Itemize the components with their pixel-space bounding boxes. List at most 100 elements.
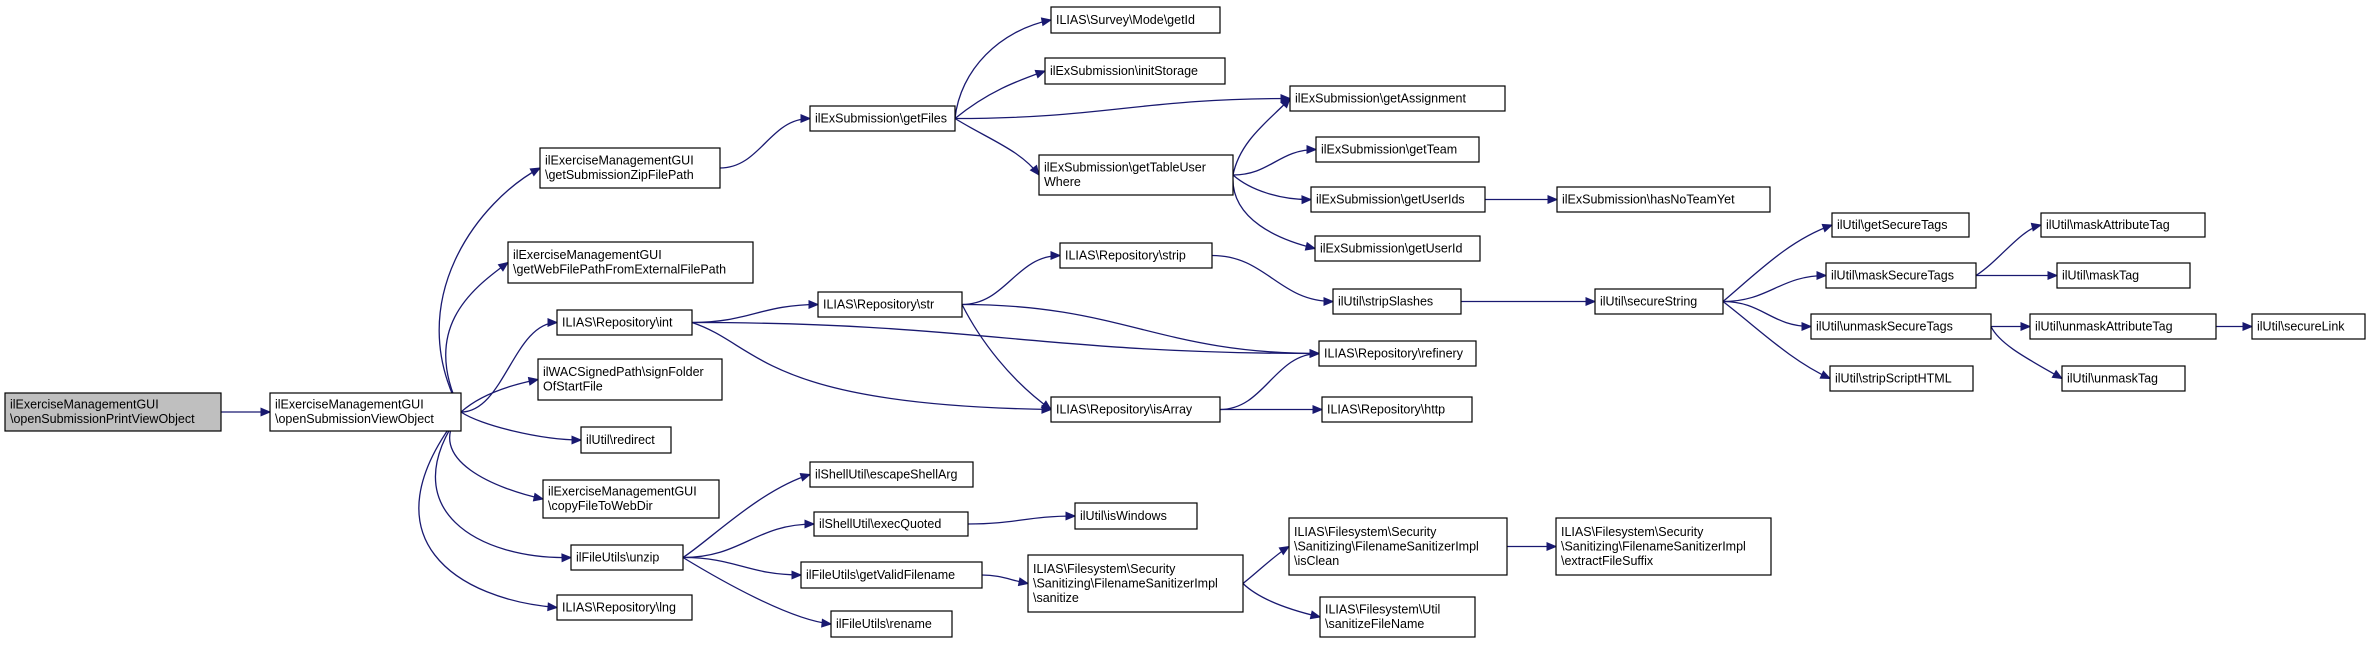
node-escape[interactable]: ilShellUtil\escapeShellArg xyxy=(809,461,974,488)
node-securestr[interactable]: ilUtil\secureString xyxy=(1594,288,1724,315)
node-ust[interactable]: ilUtil\unmaskSecureTags xyxy=(1810,313,1992,340)
arrowhead-icon xyxy=(571,435,583,445)
arrowhead-icon xyxy=(800,113,812,124)
node-sfn[interactable]: ILIAS\Filesystem\Util\sanitizeFileName xyxy=(1319,596,1476,638)
node-mode[interactable]: ILIAS\Survey\Mode\getId xyxy=(1050,6,1221,34)
node-label: ILIAS\Repository\isArray xyxy=(1056,402,1193,416)
node-root[interactable]: ilExerciseManagementGUI\openSubmissionPr… xyxy=(4,392,222,432)
edge-rint-to-rstr xyxy=(691,303,819,324)
node-getuserid[interactable]: ilExSubmission\getUserId xyxy=(1314,235,1481,262)
node-isarr[interactable]: ILIAS\Repository\isArray xyxy=(1050,396,1221,423)
node-label: ilUtil\getSecureTags xyxy=(1837,218,1947,232)
arrowhead-icon xyxy=(1816,270,1828,281)
node-box xyxy=(1332,288,1462,315)
node-noteam[interactable]: ilExSubmission\hasNoTeamYet xyxy=(1556,186,1771,213)
edge-osvo-to-copyweb xyxy=(449,411,544,500)
node-rstrip[interactable]: ILIAS\Repository\strip xyxy=(1059,242,1213,269)
node-box xyxy=(556,309,693,336)
node-label: ilUtil\isWindows xyxy=(1080,509,1167,523)
node-label: ilShellUtil\execQuoted xyxy=(819,517,941,531)
node-label: ilExSubmission\getTableUser xyxy=(1044,161,1206,175)
node-efs[interactable]: ILIAS\Filesystem\Security\Sanitizing\Fil… xyxy=(1555,517,1772,576)
node-box xyxy=(1825,262,1977,289)
node-box xyxy=(1288,517,1508,576)
node-label: \openSubmissionViewObject xyxy=(275,412,434,426)
arrowhead-icon xyxy=(1821,223,1834,233)
arrowhead-icon xyxy=(2047,270,2059,281)
node-getteam[interactable]: ilExSubmission\getTeam xyxy=(1315,136,1480,163)
node-gst[interactable]: ilUtil\getSecureTags xyxy=(1831,212,1970,238)
node-label: \getSubmissionZipFilePath xyxy=(545,168,694,182)
node-ssh[interactable]: ilUtil\stripScriptHTML xyxy=(1829,365,1974,392)
node-osvo[interactable]: ilExerciseManagementGUI\openSubmissionVi… xyxy=(269,392,462,432)
node-getfiles[interactable]: ilExSubmission\getFiles xyxy=(809,105,956,132)
node-uat[interactable]: ilUtil\unmaskAttributeTag xyxy=(2029,313,2217,340)
node-label: ilUtil\unmaskAttributeTag xyxy=(2035,319,2173,333)
edge-getfiles-to-gtuw xyxy=(954,117,1040,176)
node-mst[interactable]: ilUtil\maskSecureTags xyxy=(1825,262,1977,289)
node-mtag[interactable]: ilUtil\maskTag xyxy=(2056,262,2191,289)
node-refinery[interactable]: ILIAS\Repository\refinery xyxy=(1318,340,1477,367)
node-rstr[interactable]: ILIAS\Repository\str xyxy=(817,291,963,318)
node-isclean[interactable]: ILIAS\Filesystem\Security\Sanitizing\Fil… xyxy=(1288,517,1508,576)
node-label: ilWACSignedPath\signFolder xyxy=(543,365,704,379)
edge-osvo-to-wac xyxy=(460,378,539,413)
arrowhead-icon xyxy=(2051,369,2064,380)
node-http[interactable]: ILIAS\Repository\http xyxy=(1321,396,1473,423)
node-initst[interactable]: ilExSubmission\initStorage xyxy=(1044,57,1226,85)
node-copyweb[interactable]: ilExerciseManagementGUI\copyFileToWebDir xyxy=(542,479,720,519)
node-getuserids[interactable]: ilExSubmission\getUserIds xyxy=(1310,186,1486,213)
node-iswin[interactable]: ilUtil\isWindows xyxy=(1074,502,1198,530)
arrowhead-icon xyxy=(821,618,833,628)
edge-rint-to-refinery xyxy=(691,321,1320,355)
node-getassign[interactable]: ilExSubmission\getAssignment xyxy=(1289,85,1506,112)
node-unzip[interactable]: ilFileUtils\unzip xyxy=(570,544,684,571)
arrowhead-icon xyxy=(1034,69,1047,79)
node-lng[interactable]: ILIAS\Repository\lng xyxy=(556,594,693,621)
node-gwfp[interactable]: ilExerciseManagementGUI\getWebFilePathFr… xyxy=(507,241,754,284)
node-stripsl[interactable]: ilUtil\stripSlashes xyxy=(1332,288,1462,315)
node-slink[interactable]: ilUtil\secureLink xyxy=(2251,313,2366,340)
node-label: \getWebFilePathFromExternalFilePath xyxy=(513,263,726,277)
arrowhead-icon xyxy=(808,299,820,310)
node-label: \extractFileSuffix xyxy=(1561,554,1654,568)
arrowhead-icon xyxy=(804,519,816,529)
node-box xyxy=(269,392,462,432)
node-label: ILIAS\Filesystem\Security xyxy=(1294,525,1437,539)
arrowhead-icon xyxy=(1280,97,1291,109)
arrowhead-icon xyxy=(547,602,559,612)
arrowhead-icon xyxy=(1278,545,1291,556)
node-box xyxy=(1810,313,1992,340)
arrowhead-icon xyxy=(1546,541,1558,552)
edge-securestr-to-gst xyxy=(1722,224,1833,302)
node-label: ILIAS\Survey\Mode\getId xyxy=(1056,13,1195,27)
node-rint[interactable]: ILIAS\Repository\int xyxy=(556,309,693,336)
node-rename[interactable]: ilFileUtils\rename xyxy=(830,610,953,638)
edge-gtuw-to-getteam xyxy=(1232,148,1317,176)
edge-osvo-to-redirect xyxy=(460,411,582,441)
node-label: ilUtil\stripSlashes xyxy=(1338,294,1433,308)
edge-unzip-to-execq xyxy=(682,523,815,559)
node-box xyxy=(809,461,974,488)
node-label: \Sanitizing\FilenameSanitizerImpl xyxy=(1294,539,1479,553)
node-gszfp[interactable]: ilExerciseManagementGUI\getSubmissionZip… xyxy=(539,147,721,189)
node-label: ilExerciseManagementGUI xyxy=(545,154,694,168)
node-label: ilExerciseManagementGUI xyxy=(548,485,697,499)
edge-getfiles-to-getassign xyxy=(954,97,1291,120)
node-mat[interactable]: ilUtil\maskAttributeTag xyxy=(2040,212,2206,238)
node-sanitize[interactable]: ILIAS\Filesystem\Security\Sanitizing\Fil… xyxy=(1027,554,1244,613)
node-box xyxy=(1314,235,1481,262)
arrowhead-icon xyxy=(527,376,540,386)
node-execq[interactable]: ilShellUtil\execQuoted xyxy=(813,511,969,537)
node-box xyxy=(800,561,983,589)
node-gvf[interactable]: ilFileUtils\getValidFilename xyxy=(800,561,983,589)
edge-rstr-to-refinery xyxy=(961,303,1320,355)
arrowhead-icon xyxy=(532,492,545,502)
node-redirect[interactable]: ilUtil\redirect xyxy=(580,426,672,454)
node-label: ILIAS\Repository\strip xyxy=(1065,248,1186,262)
node-utag[interactable]: ilUtil\unmaskTag xyxy=(2061,365,2186,392)
node-label: ilExerciseManagementGUI xyxy=(275,398,424,412)
node-box xyxy=(813,511,969,537)
